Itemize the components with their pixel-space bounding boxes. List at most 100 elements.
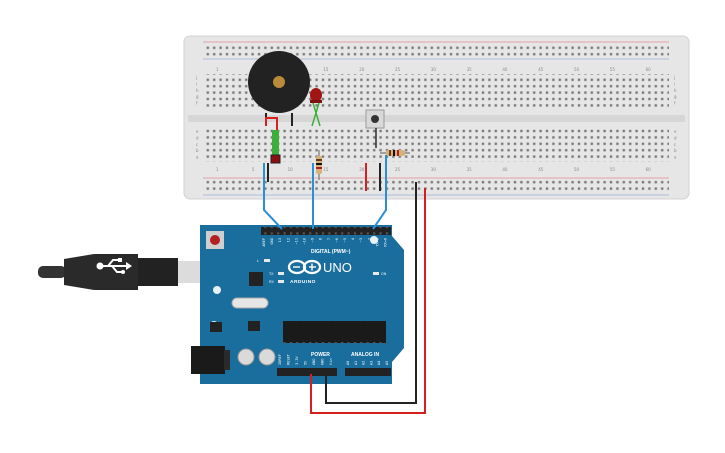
breadboard-label: 40 — [502, 167, 508, 172]
breadboard-label: 30 — [431, 67, 437, 72]
breadboard-label: h — [196, 88, 199, 93]
pin-label: 5V — [304, 360, 308, 365]
bottom-power-rail[interactable] — [203, 180, 669, 193]
power-header[interactable] — [277, 368, 337, 376]
breadboard-label: b — [674, 148, 677, 153]
breadboard-label: i — [674, 81, 675, 86]
breadboard-label: d — [674, 135, 677, 140]
l-led-label: L — [257, 259, 259, 263]
breadboard-label: 1 — [216, 167, 219, 172]
breadboard-label: 55 — [610, 167, 616, 172]
pin-label: AREF — [262, 238, 266, 247]
breadboard-label: 60 — [646, 67, 652, 72]
breadboard-label: e — [674, 129, 677, 134]
pin-label: ~11 — [294, 238, 298, 245]
green-jumper-strip[interactable] — [270, 130, 281, 164]
pin-label: ~10 — [303, 238, 307, 245]
rx-led-label: RX — [269, 280, 275, 284]
usb-icon — [96, 258, 132, 274]
wire-blue-pin2[interactable] — [372, 155, 387, 230]
terminal-strip-bottom[interactable] — [203, 128, 669, 162]
breadboard-label: 45 — [538, 67, 544, 72]
pin-label: 4 — [351, 238, 355, 240]
breadboard-label: g — [674, 94, 677, 99]
pin-label: RX◂0 — [384, 238, 388, 247]
pin-label: GND — [312, 359, 316, 366]
pushbutton[interactable] — [365, 109, 385, 129]
resistor-horizontal[interactable] — [380, 150, 410, 156]
capacitor — [237, 348, 255, 366]
digital-header-label: DIGITAL (PWM~) — [311, 249, 351, 255]
pin-label: ~3 — [359, 238, 363, 242]
breadboard-label: 50 — [574, 167, 580, 172]
breadboard-label: 15 — [323, 167, 329, 172]
piezo-buzzer[interactable] — [248, 51, 310, 126]
uno-logo-text: UNO — [323, 260, 352, 275]
pin-label: A0 — [346, 361, 350, 365]
wire-red-5v[interactable] — [310, 188, 426, 414]
pin-label: IOREF — [278, 354, 282, 365]
pin-label: A3 — [369, 361, 373, 365]
reset-button[interactable] — [206, 231, 224, 249]
breadboard-label: 10 — [288, 167, 294, 172]
tx-led-label: TX — [269, 272, 274, 276]
breadboard-label: 15 — [323, 67, 329, 72]
breadboard-label: c — [674, 142, 676, 147]
breadboard-label: 45 — [538, 167, 544, 172]
pin-label: A5 — [385, 361, 389, 365]
breadboard-label: i — [196, 81, 197, 86]
wire-black-gnd[interactable] — [325, 182, 417, 404]
breadboard-label: c — [196, 142, 198, 147]
crystal — [231, 297, 269, 309]
usb-cable[interactable] — [38, 254, 202, 290]
breadboard-label: f — [196, 101, 198, 106]
power-header-label: POWER — [311, 352, 330, 358]
power-jack[interactable] — [191, 346, 230, 374]
pin-label: 13 — [278, 238, 282, 242]
on-led-label: ON — [381, 272, 387, 276]
pin-label: RESET — [287, 353, 291, 365]
buzzer-red-wire[interactable] — [265, 117, 278, 130]
analog-header-label: ANALOG IN — [351, 352, 379, 358]
pin-label: ~5 — [343, 238, 347, 242]
pin-label: GND — [270, 238, 274, 245]
breadboard-label: 20 — [359, 167, 365, 172]
arduino-infinity-icon — [287, 259, 322, 275]
analog-header[interactable] — [345, 368, 391, 376]
breadboard-label: 35 — [467, 167, 473, 172]
pin-label: 3.3V — [295, 356, 299, 365]
breadboard-label: 35 — [467, 67, 473, 72]
pin-label: 7 — [327, 238, 331, 240]
breadboard-label: 20 — [359, 67, 365, 72]
breadboard-label: a — [674, 155, 677, 160]
wire-blue-pin12[interactable] — [263, 163, 283, 230]
pin-label: 2 — [367, 238, 371, 240]
breadboard-label: 25 — [395, 67, 401, 72]
breadboard-label: a — [196, 155, 199, 160]
breadboard-label: f — [674, 101, 676, 106]
breadboard-label: 55 — [610, 67, 616, 72]
breadboard-label: 1 — [216, 67, 219, 72]
usb-chip — [249, 272, 263, 286]
pin-label: TX▸1 — [375, 238, 379, 247]
pin-label: ~6 — [335, 238, 339, 242]
breadboard-label: 40 — [502, 67, 508, 72]
capacitor — [258, 348, 276, 366]
pin-label: A2 — [362, 361, 366, 365]
pin-label: A1 — [354, 361, 358, 365]
breadboard-label: 60 — [646, 167, 652, 172]
breadboard-label: j — [673, 75, 675, 80]
pin-label: ~9 — [311, 238, 315, 242]
breadboard-label: 25 — [395, 167, 401, 172]
resistor-vertical[interactable] — [316, 150, 322, 180]
arduino-uno-board[interactable]: UNO ARDUINO DIGITAL (PWM~) POWER ANALOG … — [191, 225, 404, 384]
breadboard-label: 30 — [431, 167, 437, 172]
atmega-chip — [281, 318, 388, 346]
top-power-rail[interactable] — [203, 44, 669, 57]
breadboard-label: b — [196, 148, 199, 153]
pin-label: GND — [321, 359, 325, 366]
red-led[interactable] — [310, 88, 322, 127]
pin-label: 12 — [286, 238, 290, 242]
